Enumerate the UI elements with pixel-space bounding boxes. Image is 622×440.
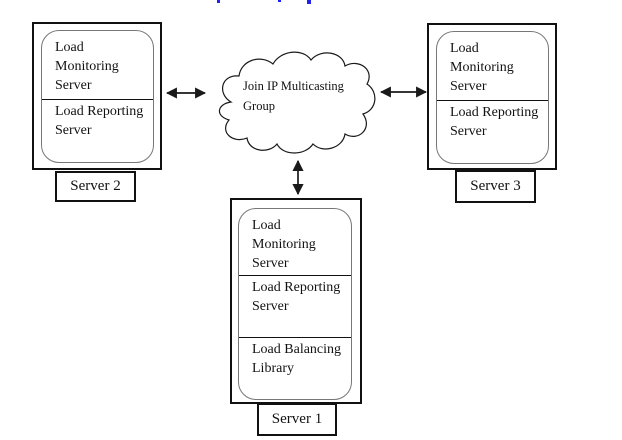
server3-inner-panel: Load Monitoring Server Load Reporting Se… [436,31,549,164]
component-label: Load Monitoring Server [450,41,514,94]
component-label: Load Reporting Server [42,98,153,163]
server3-node: Load Monitoring Server Load Reporting Se… [427,23,557,170]
clipped-caption-fragment [307,0,311,4]
server2-inner-panel: Load Monitoring Server Load Reporting Se… [41,30,154,163]
clipped-caption-fragment [217,0,220,3]
component-label: Load Balancing Library [239,337,351,399]
cloud-label: Join IP Multicasting Group [243,79,344,113]
component-label: Load Monitoring Server [55,40,119,93]
server1-label: Server 1 [257,403,337,436]
component-label: Load Reporting Server [239,275,351,337]
component-label: Load Reporting Server [437,99,548,164]
server2-label: Server 2 [55,171,136,202]
server1-node: Load Monitoring Server Load Reporting Se… [230,198,362,404]
server3-label: Server 3 [455,170,536,203]
component-label: Load Monitoring Server [252,218,316,271]
server2-node: Load Monitoring Server Load Reporting Se… [32,22,162,170]
server1-inner-panel: Load Monitoring Server Load Reporting Se… [238,208,352,400]
clipped-caption-fragment [278,0,281,2]
